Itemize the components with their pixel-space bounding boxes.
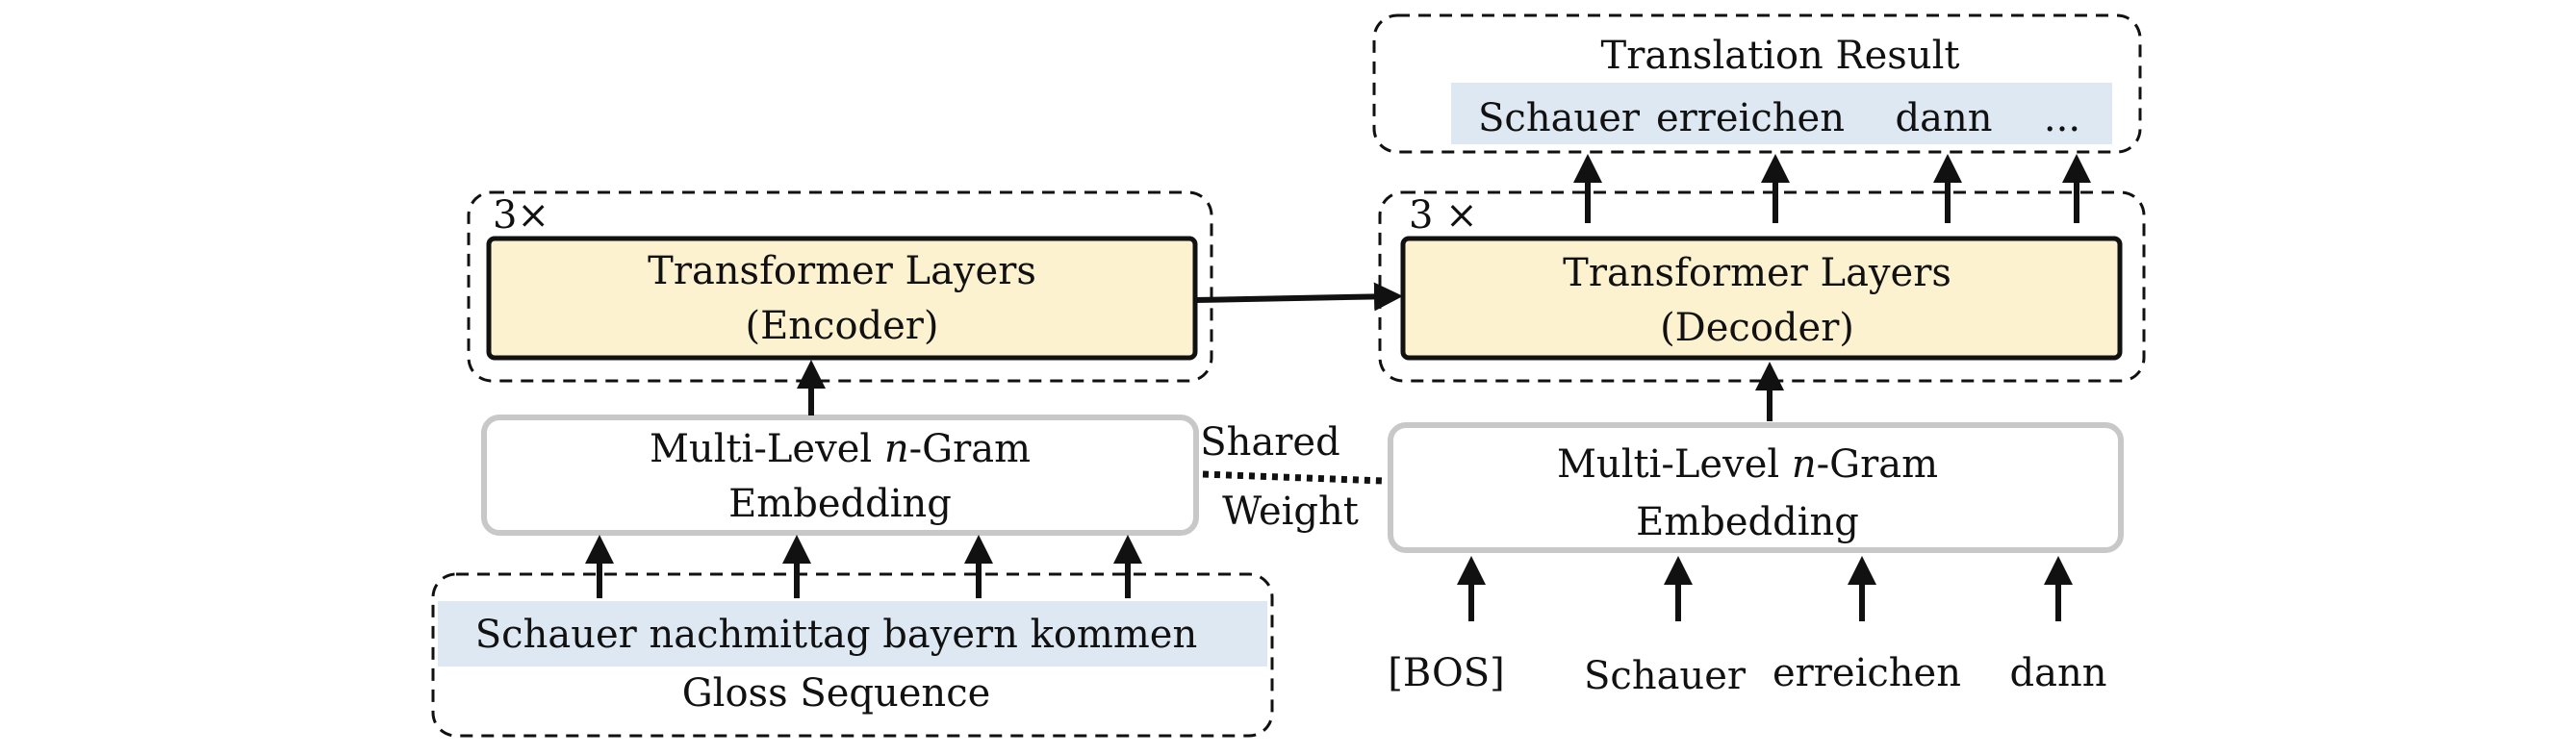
decoder-transformer-box bbox=[1400, 236, 2123, 361]
translation-result-title: Translation Result bbox=[1601, 34, 1960, 78]
gloss-sequence-label: Gloss Sequence bbox=[682, 671, 991, 716]
encoder-repeat-label: 3× bbox=[493, 193, 549, 238]
encoder-embedding-line2: Embedding bbox=[728, 482, 952, 526]
encoder-repeat-group bbox=[467, 190, 1213, 383]
encoder-layers-sub: (Encoder) bbox=[745, 304, 938, 348]
gloss-token-highlight bbox=[438, 601, 1267, 667]
shared-weight-link bbox=[1202, 470, 1385, 485]
decoder-embedding-line2: Embedding bbox=[1636, 500, 1859, 544]
encoder-embedding-line1: Multi-Level n-Gram bbox=[650, 427, 1031, 471]
encoder-layers-title: Transformer Layers bbox=[648, 249, 1036, 293]
shared-weight-label-2: Weight bbox=[1222, 490, 1359, 534]
shared-weight-label-1: Shared bbox=[1200, 420, 1339, 465]
decoder-embedding-box bbox=[1388, 422, 2124, 553]
gloss-tokens: Schauer nachmittag bayern kommen bbox=[475, 613, 1197, 657]
encoder-embedding-box bbox=[481, 415, 1199, 536]
decoder-input-1: [BOS] bbox=[1388, 651, 1505, 695]
gloss-sequence-group bbox=[431, 572, 1274, 738]
encoder-to-decoder-arrow bbox=[1194, 282, 1403, 312]
output-token-2: erreichen bbox=[1656, 96, 1845, 140]
decoder-input-4: dann bbox=[2010, 651, 2107, 695]
decoder-input-3: erreichen bbox=[1773, 651, 1961, 695]
translation-token-highlight bbox=[1451, 83, 2112, 144]
translation-result-group bbox=[1372, 13, 2142, 154]
decoder-repeat-label: 3 × bbox=[1409, 193, 1478, 238]
decoder-layers-title: Transformer Layers bbox=[1563, 251, 1951, 295]
output-token-1: Schauer bbox=[1478, 96, 1641, 140]
output-token-3: dann bbox=[1896, 96, 1993, 140]
decoder-layers-sub: (Decoder) bbox=[1660, 306, 1854, 350]
decoder-repeat-group bbox=[1378, 190, 2146, 383]
decoder-input-2: Schauer bbox=[1584, 654, 1747, 698]
output-token-4: ... bbox=[2044, 96, 2080, 140]
decoder-embedding-line1: Multi-Level n-Gram bbox=[1557, 442, 1938, 487]
